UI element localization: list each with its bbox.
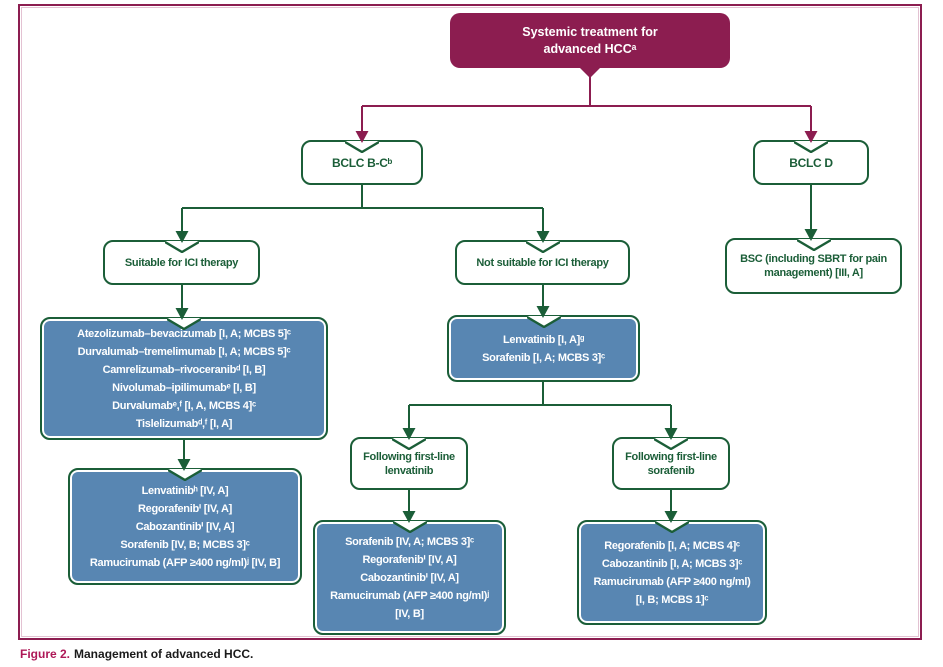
- box-ici-not-suitable-label: Not suitable for ICI therapy: [476, 256, 609, 269]
- box-ici-suitable: Suitable for ICI therapy: [103, 240, 260, 285]
- box-bsc-label: BSC (including SBRT for pain management)…: [740, 253, 887, 279]
- caption-text: Management of advanced HCC.: [74, 647, 254, 661]
- box-bsc: BSC (including SBRT for pain management)…: [725, 238, 902, 294]
- notch-icon: [392, 520, 427, 533]
- box-ici-suitable-label: Suitable for ICI therapy: [124, 256, 239, 269]
- box-first-line-non-ici-options-label: Lenvatinib [I, A]ᵍ Sorafenib [I, A; MCBS…: [482, 333, 605, 364]
- box-bclc-d: BCLC D: [753, 140, 869, 185]
- box-systemic-treatment: Systemic treatment for advanced HCCᵃ: [450, 13, 730, 68]
- notch-icon: [168, 468, 202, 481]
- box-after-lenvatinib-options: Sorafenib [IV, A; MCBS 3]ᶜ Regorafenibⁱ …: [313, 520, 506, 635]
- notch-icon: [345, 140, 379, 153]
- box-bclc-bc-label: BCLC B-Cᵇ: [332, 155, 392, 170]
- box-post-ici-options-label: Lenvatinibʰ [IV, A] Regorafenibⁱ [IV, A]…: [89, 484, 281, 569]
- primary-arrows: [355, 131, 818, 143]
- caption-label: Figure 2.: [20, 647, 71, 661]
- box-following-lenvatinib: Following first-line lenvatinib: [350, 437, 468, 490]
- box-after-sorafenib-options-label: Regorafenib [I, A; MCBS 4]ᶜ Cabozantinib…: [593, 539, 751, 606]
- box-bclc-d-label: BCLC D: [789, 155, 833, 170]
- box-after-sorafenib-options: Regorafenib [I, A; MCBS 4]ᶜ Cabozantinib…: [577, 520, 767, 625]
- box-systemic-treatment-label: Systemic treatment for advanced HCCᵃ: [522, 24, 658, 56]
- notch-icon: [167, 317, 201, 330]
- notch-icon: [525, 240, 560, 253]
- box-first-line-non-ici-options: Lenvatinib [I, A]ᵍ Sorafenib [I, A; MCBS…: [447, 315, 640, 382]
- notch-icon: [164, 240, 199, 253]
- notch-icon: [526, 315, 561, 328]
- notch-icon: [796, 238, 831, 251]
- figure-caption: Figure 2.Management of advanced HCC.: [20, 647, 253, 661]
- box-after-lenvatinib-options-label: Sorafenib [IV, A; MCBS 3]ᶜ Regorafenibⁱ …: [330, 535, 489, 620]
- box-following-sorafenib-label: Following first-line sorafenib: [625, 450, 717, 477]
- notch-icon: [392, 437, 426, 450]
- notch-icon: [654, 437, 688, 450]
- box-following-lenvatinib-label: Following first-line lenvatinib: [363, 450, 455, 477]
- box-first-line-ici-options-label: Atezolizumab–bevacizumab [I, A; MCBS 5]ᶜ…: [77, 327, 291, 430]
- notch-icon: [655, 520, 689, 533]
- box-post-ici-options: Lenvatinibʰ [IV, A] Regorafenibⁱ [IV, A]…: [68, 468, 302, 585]
- box-first-line-ici-options: Atezolizumab–bevacizumab [I, A; MCBS 5]ᶜ…: [40, 317, 328, 440]
- box-following-sorafenib: Following first-line sorafenib: [612, 437, 730, 490]
- box-ici-not-suitable: Not suitable for ICI therapy: [455, 240, 630, 285]
- box-bclc-bc: BCLC B-Cᵇ: [301, 140, 423, 185]
- notch-icon: [794, 140, 828, 153]
